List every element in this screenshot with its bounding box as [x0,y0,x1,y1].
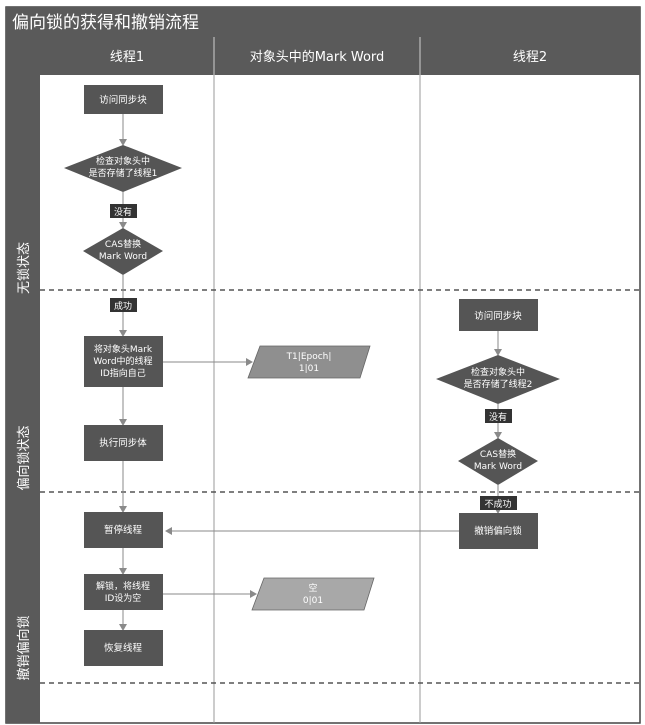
t1-set-markword-box [84,336,163,387]
t2-check-decision [436,355,560,404]
title-bar [6,7,640,37]
t1-cas-label-line1: CAS替换 [105,238,141,250]
t1-cas-label-line2: Mark Word [99,252,147,262]
t2-no-badge [485,409,512,423]
t1-exec-sync-body [84,425,163,461]
phase-label-biased: 偏向锁状态 [16,425,32,490]
t2-no-label: 没有 [489,411,507,423]
t1-resume-label: 恢复线程 [104,642,143,654]
t2-revoke-biased-lock [459,513,538,549]
t2-fail-badge [480,496,517,510]
t2-cas-decision [458,438,538,485]
t1-check-label-line2: 是否存储了线程1 [89,167,158,179]
mw-biased-state [247,345,371,379]
t1-no-label: 没有 [114,206,132,218]
t2-revoke-label: 撤销偏向锁 [474,525,522,537]
lane-header-bar [40,37,640,75]
mw-biased-label-line1: T1|Epoch| [286,352,332,362]
mw-biased-label-line2: 1|01 [299,364,319,374]
t2-cas-label-line1: CAS替换 [480,448,516,460]
t1-set-label-line3: ID指向自己 [100,367,146,379]
t1-unlock-label-line1: 解锁，将线程 [96,580,150,592]
t1-no-badge [110,204,137,218]
phase-label-unlocked: 无锁状态 [16,242,32,294]
t1-resume-thread [84,630,163,666]
lane-header-thread2: 线程2 [513,50,547,65]
t1-set-label-line1: 将对象头Mark [94,343,153,355]
t1-check-label-line1: 检查对象头中 [96,155,150,167]
t2-fail-label: 不成功 [484,498,511,510]
t1-success-label: 成功 [114,300,132,312]
t1-success-badge [110,298,137,312]
t2-access-sync-block [459,299,538,331]
t1-pause-label: 暂停线程 [104,524,143,536]
mw-empty-state [251,577,375,611]
t1-set-label-line2: Word中的线程 [93,355,152,367]
mw-empty-label-line1: 空 [308,582,317,594]
diagram-title: 偏向锁的获得和撤销流程 [12,13,199,33]
phase-column [6,37,40,723]
phase-label-revoke: 撤销偏向锁 [16,615,32,680]
t1-access-sync-block [84,85,163,114]
lane-header-thread1: 线程1 [110,50,144,65]
t1-access-label: 访问同步块 [99,94,147,106]
t1-pause-thread [84,512,163,548]
t2-cas-label-line2: Mark Word [474,462,522,472]
t1-unlock-box [84,574,163,610]
t1-check-decision [64,145,182,192]
t2-check-label-line1: 检查对象头中 [471,366,525,378]
t1-exec-label: 执行同步体 [99,437,147,449]
lane-header-markword: 对象头中的Mark Word [250,49,385,65]
mw-empty-label-line2: 0|01 [303,596,323,606]
t1-unlock-label-line2: ID设为空 [105,592,142,604]
t1-cas-decision [83,228,163,275]
t2-access-label: 访问同步块 [474,310,522,322]
t2-check-label-line2: 是否存储了线程2 [464,378,533,390]
